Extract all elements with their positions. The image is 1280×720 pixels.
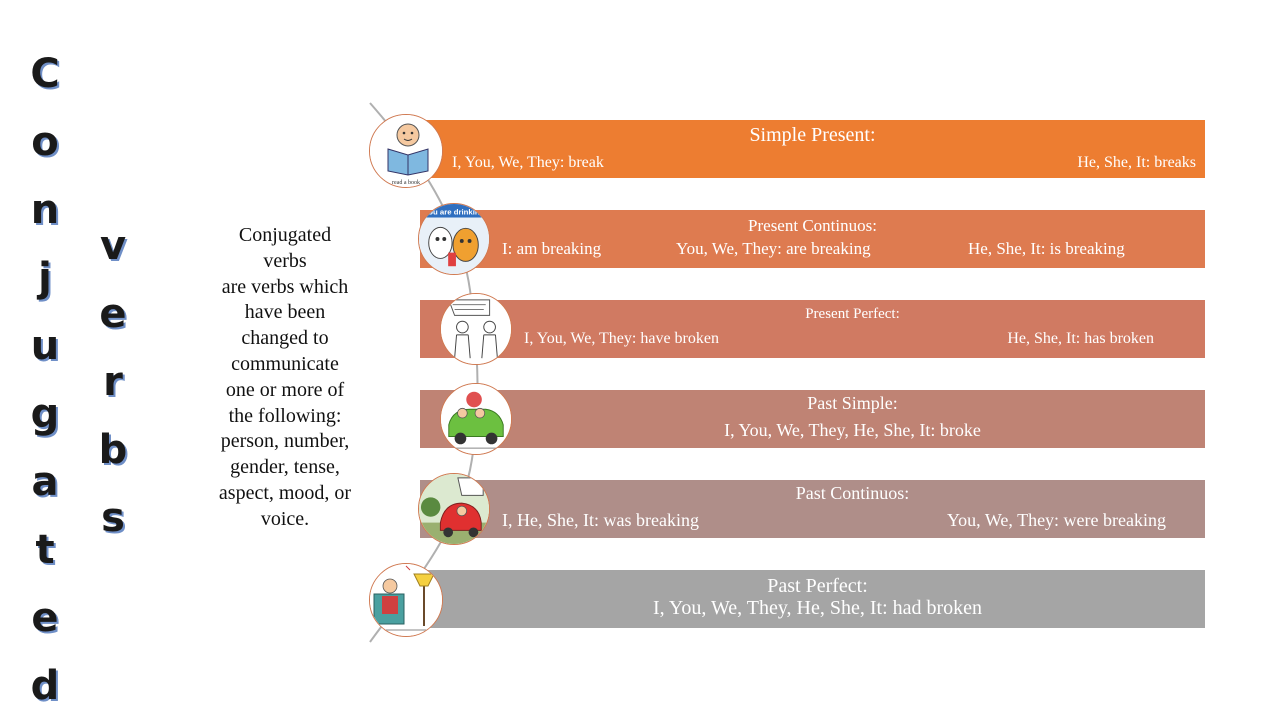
tense-title: Past Perfect: <box>767 575 868 597</box>
subtitle-letter: v <box>99 223 127 269</box>
title-letter: t <box>35 527 55 573</box>
title-letter: e <box>31 595 59 641</box>
title-vertical: C o n j u g a t e d <box>22 40 68 720</box>
description-line: one or more of <box>225 378 345 401</box>
title-letter: a <box>31 459 59 505</box>
tense-bar-simple-present: Simple Present: I, You, We, They: break … <box>420 120 1205 178</box>
subtitle-letter: b <box>98 427 128 473</box>
subtitle-letter: r <box>103 359 123 405</box>
tense-title: Past Continuos: <box>795 483 910 503</box>
title-letter: g <box>30 391 60 437</box>
tense-bar-past-simple: Past Simple: I, You, We, They, He, She, … <box>420 390 1205 448</box>
title-letter: n <box>30 187 60 233</box>
description-text: Conjugated verbs are verbs which have be… <box>195 223 375 533</box>
tense-bar-present-perfect: Present Perfect: I, You, We, They: have … <box>420 300 1205 358</box>
tense-cell: He, She, It: is breaking <box>968 239 1125 258</box>
description-line: changed to <box>241 327 329 350</box>
tense-cell: I, You, We, They, He, She, It: broke <box>724 420 981 440</box>
tense-bar-past-perfect: Past Perfect: I, You, We, They, He, She,… <box>420 570 1205 628</box>
description-line: are verbs which <box>221 275 349 298</box>
tense-cell: You, We, They: were breaking <box>946 510 1166 530</box>
tense-cell: I, You, We, They, He, She, It: had broke… <box>652 597 983 619</box>
reading-illustration: read a book <box>369 114 443 188</box>
description-line: aspect, mood, or <box>218 481 352 504</box>
description-line: communicate <box>231 352 339 375</box>
description-line: gender, tense, <box>230 456 340 479</box>
tense-cell: I, You, We, They: break <box>452 154 604 171</box>
tense-title: Present Continuos: <box>748 216 877 235</box>
car-family-illustration <box>440 383 512 455</box>
description-line: person, number, <box>220 430 350 453</box>
description-line: verbs <box>263 249 307 272</box>
description-line: voice. <box>260 507 310 530</box>
image-caption: read a book <box>392 180 420 186</box>
title-letter: u <box>30 323 60 369</box>
tense-cell: I, You, We, They: have broken <box>524 330 719 347</box>
title-letter: C <box>30 51 60 97</box>
title-letter: j <box>38 255 52 301</box>
description-line: have been <box>244 301 326 324</box>
tense-title: Present Perfect: <box>805 306 900 322</box>
tense-cell: You, We, They: are breaking <box>676 239 871 258</box>
description-line: Conjugated <box>238 224 332 246</box>
tense-cell: I, He, She, It: was breaking <box>502 510 699 530</box>
description-line: the following: <box>228 404 342 427</box>
conversation-illustration <box>440 293 512 365</box>
red-car-illustration <box>418 473 490 545</box>
tense-cell: He, She, It: breaks <box>1077 154 1196 171</box>
tense-cell: He, She, It: has broken <box>1007 330 1154 347</box>
tense-bar-past-continuous: Past Continuos: I, He, She, It: was brea… <box>420 480 1205 538</box>
image-caption: You are drinking <box>424 208 485 217</box>
subtitle-vertical: v e r b s <box>90 212 136 552</box>
subtitle-letter: e <box>99 291 127 337</box>
tense-title: Simple Present: <box>749 124 876 146</box>
drinking-illustration: You are drinking <box>418 203 490 275</box>
broken-lamp-illustration <box>369 563 443 637</box>
tense-cell: I: am breaking <box>502 239 602 258</box>
tense-bar-present-continuous: Present Continuos: I: am breaking You, W… <box>420 210 1205 268</box>
title-letter: o <box>31 119 59 165</box>
subtitle-letter: s <box>101 495 125 541</box>
title-letter: d <box>30 663 60 709</box>
tense-title: Past Simple: <box>807 393 898 413</box>
